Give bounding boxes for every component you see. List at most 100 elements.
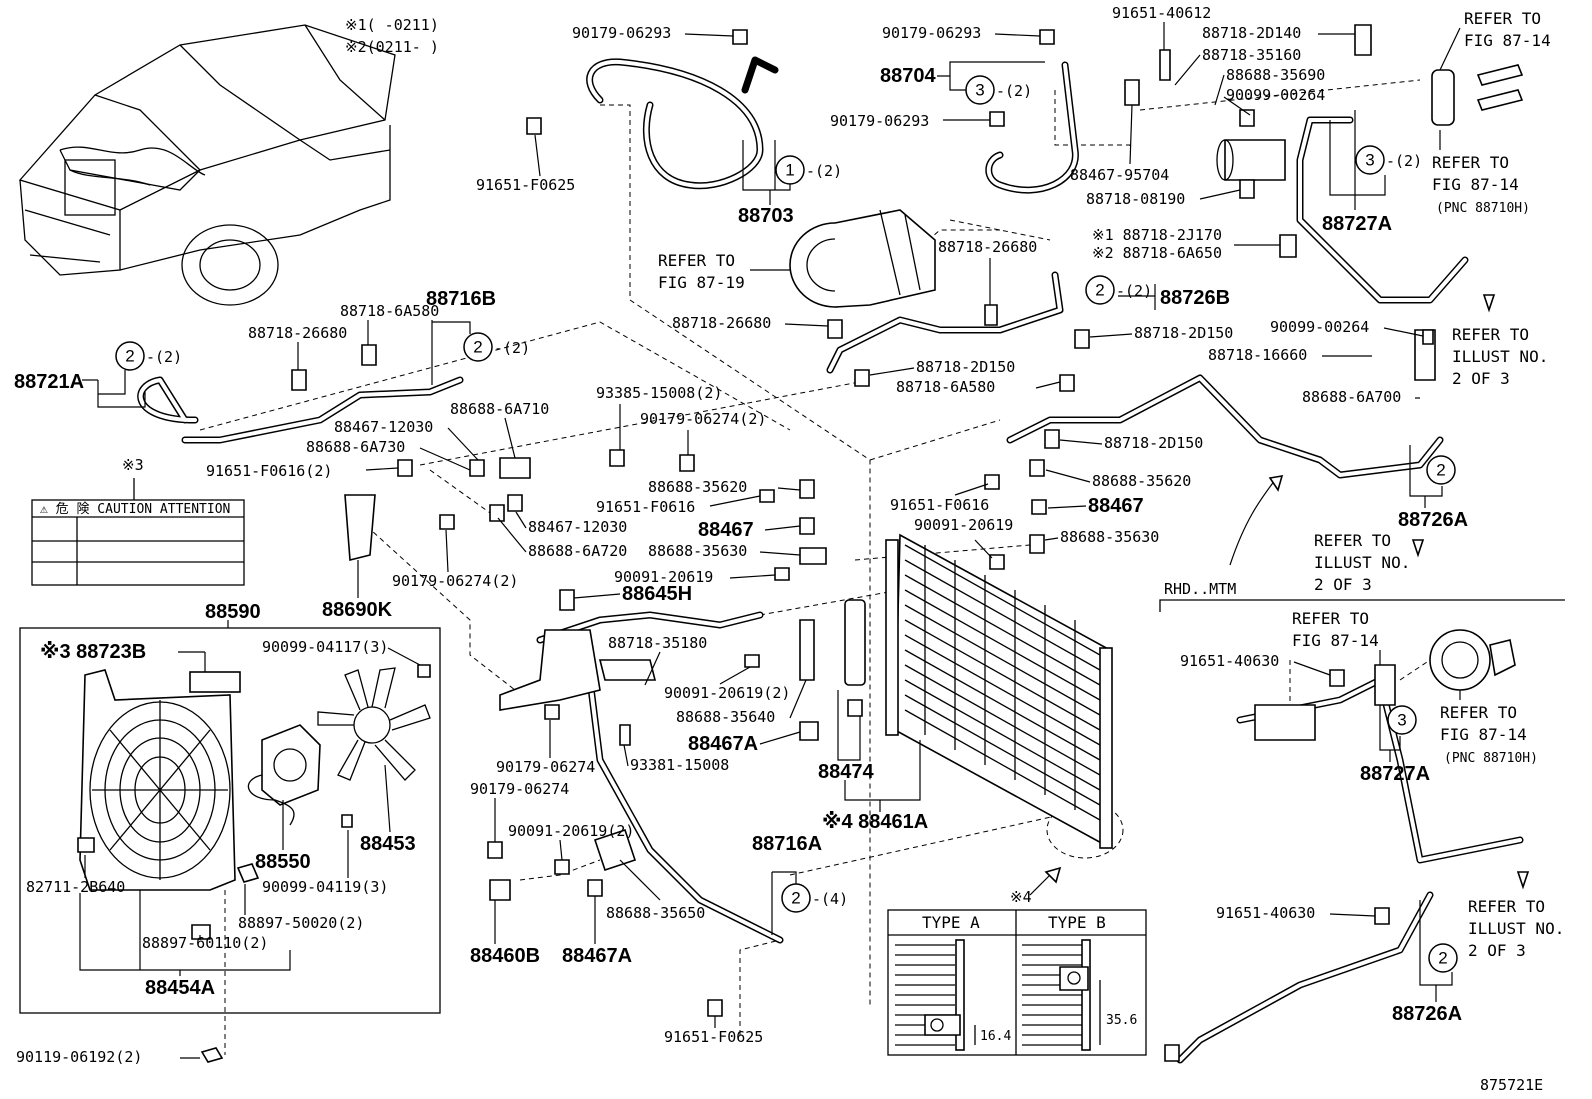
part-90091-20619-2b: 90091-20619(2) (508, 822, 634, 840)
type-inset: ※4 TYPE A TYPE B 16.4 35.6 (887, 866, 1147, 1056)
part-88718-35160: 88718-35160 (1202, 46, 1301, 64)
part-88718-2d150-c: 88718-2D150 (1104, 434, 1203, 452)
ref-fig8714-rhd-a: REFER TO (1292, 609, 1369, 628)
part-88688-35620-b: 88688-35620 (1092, 472, 1191, 490)
circle-1-num: 1 (785, 161, 794, 180)
ref-fig8714-mid-a: REFER TO (1432, 153, 1509, 172)
part-90091-20619-2a: 90091-20619(2) (664, 684, 790, 702)
circle-2e-num: 2 (1436, 461, 1445, 480)
part-88467-12030-b: 88467-12030 (528, 518, 627, 536)
ref-illust3-a: REFER TO (1468, 897, 1545, 916)
circle-3b-num: 3 (1365, 151, 1374, 170)
part-88467-a: 88467 (698, 519, 754, 541)
part-88726a-top: 88726A (1398, 509, 1468, 531)
part-88726b: 88726B (1160, 287, 1230, 309)
part-88460b: 88460B (470, 945, 540, 967)
pipes (137, 56, 1524, 1064)
part-91651-f0625-a: 91651-F0625 (476, 176, 575, 194)
ref-fig8719-a: REFER TO (658, 251, 735, 270)
ref-illust3-c: 2 OF 3 (1468, 941, 1526, 960)
part-88716b: 88716B (426, 288, 496, 310)
part-88688-6a710: 88688-6A710 (450, 400, 549, 418)
note-4: ※4 (1010, 888, 1032, 906)
part-88718-35180: 88718-35180 (608, 634, 707, 652)
part-88718-16660: 88718-16660 (1208, 346, 1307, 364)
part-91651-f0625-b: 91651-F0625 (664, 1028, 763, 1046)
circle-3c-num: 3 (1397, 711, 1406, 730)
part-88718-26680-c: 88718-26680 (248, 324, 347, 342)
part-88897-60110: 88897-60110(2) (142, 934, 268, 952)
circle-3a-qty: -(2) (996, 82, 1032, 100)
part-90091-20619-a: 90091-20619 (614, 568, 713, 586)
ref-fig8714-rhd2-b: FIG 87-14 (1440, 725, 1527, 744)
type-a-title: TYPE A (922, 913, 980, 932)
part-88718-2d150-b: 88718-2D150 (916, 358, 1015, 376)
part-90179-06274-2a: 90179-06274(2) (640, 410, 766, 428)
ref-illust2-a: REFER TO (1314, 531, 1391, 550)
ref-illust2-c: 2 OF 3 (1314, 575, 1372, 594)
part-91651-40630-b: 91651-40630 (1216, 904, 1315, 922)
circle-2a-num: 2 (1095, 281, 1104, 300)
dim-type-a: 16.4 (980, 1029, 1011, 1044)
ref-illust1-a: REFER TO (1452, 325, 1529, 344)
small-parts (291, 24, 1434, 1062)
part-90099-00264-b: 90099-00264 (1270, 318, 1369, 336)
vehicle-sketch (18, 24, 396, 306)
part-90099-04119: 90099-04119(3) (262, 878, 388, 896)
part-90119-06192: 90119-06192(2) (16, 1048, 142, 1066)
part-88467-c: 88467 (1088, 495, 1144, 517)
ref-pnc-mid: (PNC 88710H) (1436, 201, 1530, 216)
part-88721a: 88721A (14, 371, 84, 393)
part-88897-50020: 88897-50020(2) (238, 914, 364, 932)
part-88688-6a720: 88688-6A720 (528, 542, 627, 560)
part-88718-6a650: ※2 88718-6A650 (1092, 244, 1222, 262)
part-88727a-top: 88727A (1322, 213, 1392, 235)
circle-2f-num: 2 (1438, 949, 1447, 968)
circle-3a-num: 3 (975, 81, 984, 100)
ref-fig8719-b: FIG 87-19 (658, 273, 745, 292)
part-91651-40630-a: 91651-40630 (1180, 652, 1279, 670)
ref-fig8714-mid-b: FIG 87-14 (1432, 175, 1519, 194)
part-90179-06293-b: 90179-06293 (882, 24, 981, 42)
part-88688-35690: 88688-35690 (1226, 66, 1325, 84)
part-88718-6a580: 88718-6A580 (340, 302, 439, 320)
part-91651-f0616-c: 91651-F0616 (596, 498, 695, 516)
part-90099-04117: 90099-04117(3) (262, 638, 388, 656)
circle-2c-num: 2 (473, 338, 482, 357)
part-91651-40612: 91651-40612 (1112, 4, 1211, 22)
part-88718-26680-b: 88718-26680 (672, 314, 771, 332)
part-88718-2d150-a: 88718-2D150 (1134, 324, 1233, 342)
reference-lines (199, 79, 1461, 1035)
caution-label: ⚠ 危 険 CAUTION ATTENTION (31, 478, 245, 586)
ref-illust1-b: ILLUST NO. (1452, 347, 1548, 366)
ref-illust3-b: ILLUST NO. (1468, 919, 1564, 938)
note-3: ※3 (122, 456, 144, 474)
part-88718-2j170: ※1 88718-2J170 (1092, 226, 1222, 244)
part-88718-6a580-b: 88718-6A580 (896, 378, 995, 396)
note-1: ※1( -0211) (345, 16, 439, 34)
part-88726a-rhd: 88726A (1392, 1003, 1462, 1025)
circle-3b-qty: -(2) (1386, 152, 1422, 170)
part-88718-08190: 88718-08190 (1086, 190, 1185, 208)
part-88688-35650: 88688-35650 (606, 904, 705, 922)
ref-illust1-c: 2 OF 3 (1452, 369, 1510, 388)
part-91651-f0616-a: 91651-F0616(2) (206, 462, 332, 480)
part-88453: 88453 (360, 833, 416, 855)
circle-2b-qty: -(2) (146, 348, 182, 366)
rhd-title: RHD..MTM (1164, 580, 1236, 598)
circle-2d-qty: -(4) (812, 890, 848, 908)
part-88454a: 88454A (145, 977, 215, 999)
part-88688-35620-a: 88688-35620 (648, 478, 747, 496)
part-88590: 88590 (205, 601, 261, 623)
ref-fig8714-rhd2-a: REFER TO (1440, 703, 1517, 722)
part-82711-2b640: 82711-2B640 (26, 878, 125, 896)
type-b-title: TYPE B (1048, 913, 1106, 932)
part-88688-35640: 88688-35640 (676, 708, 775, 726)
part-93385-15008: 93385-15008(2) (596, 384, 722, 402)
part-91651-f0616-b: 91651-F0616 (890, 496, 989, 514)
part-90179-06274-a: 90179-06274 (496, 758, 595, 776)
part-88704: 88704 (880, 65, 936, 87)
part-88461a: ※4 88461A (822, 811, 928, 833)
part-90091-20619-b: 90091-20619 (914, 516, 1013, 534)
